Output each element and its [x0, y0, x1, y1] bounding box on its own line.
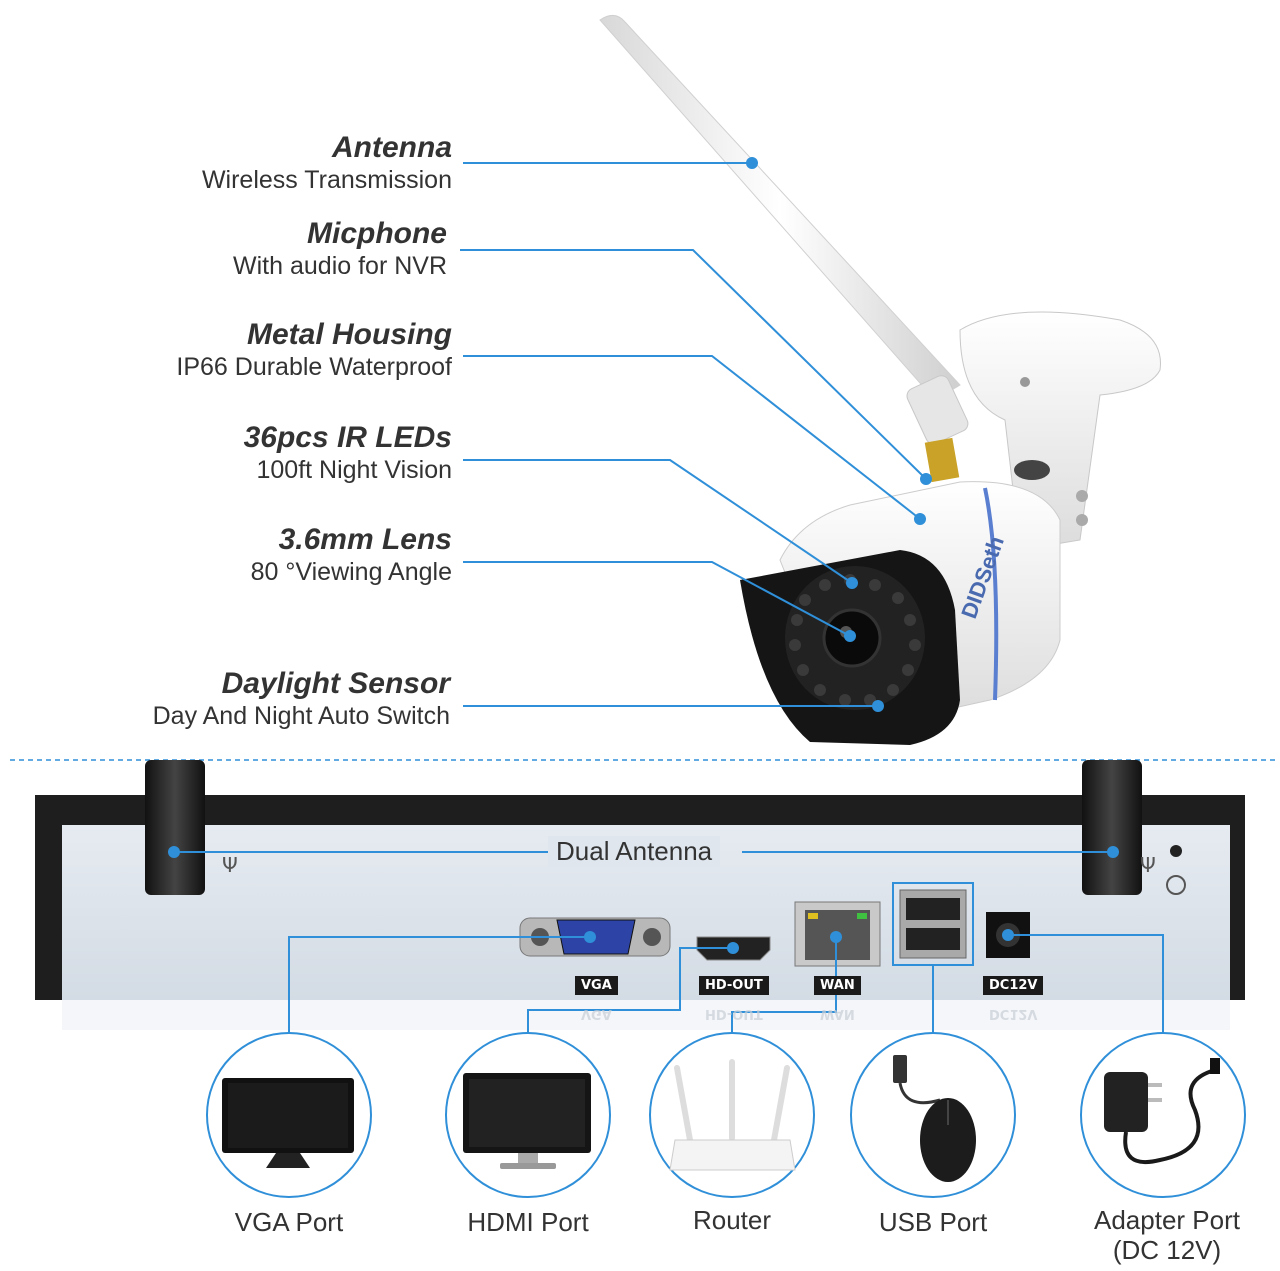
feature-ir-leds: 36pcs IR LEDs 100ft Night Vision: [244, 421, 452, 485]
usb-connector: [892, 882, 974, 966]
caption-adapter-port: Adapter Port (DC 12V): [1094, 1205, 1240, 1265]
nvr-unit: Ψ Ψ: [35, 760, 1245, 1030]
feature-title: Antenna: [332, 131, 452, 164]
port-label-reflection: DC12V: [989, 1006, 1038, 1021]
device-usb-mouse: [850, 1032, 1016, 1198]
feature-subtitle: 80 °Viewing Angle: [250, 558, 452, 586]
device-adapter: [1080, 1032, 1246, 1198]
svg-text:Ψ: Ψ: [222, 853, 238, 877]
port-label-reflection: VGA: [581, 1006, 612, 1021]
feature-title: Metal Housing: [246, 318, 452, 351]
camera-antenna: [599, 15, 969, 483]
dual-antenna-label: Dual Antenna: [548, 836, 721, 867]
caption-router: Router: [692, 1205, 772, 1235]
feature-subtitle: Wireless Transmission: [201, 166, 452, 194]
nvr-callout-dots: [168, 846, 1119, 954]
nvr-antenna-left: [145, 760, 205, 895]
device-hdmi-tv: [445, 1032, 611, 1198]
ir-leds: [789, 574, 921, 706]
camera-callout-dots: [746, 157, 932, 712]
feature-subtitle: 100ft Night Vision: [256, 456, 453, 484]
caption-usb-port: USB Port: [878, 1207, 988, 1237]
feature-lens: 3.6mm Lens 80 °Viewing Angle: [251, 523, 452, 587]
svg-text:Ψ: Ψ: [1140, 853, 1156, 877]
port-label-dc12v: DC12V: [983, 976, 1044, 995]
port-label-vga: VGA: [575, 976, 618, 995]
port-label-wan: WAN: [814, 976, 861, 995]
feature-title: Micphone: [307, 217, 447, 250]
feature-subtitle: With audio for NVR: [233, 252, 447, 280]
port-label-reflection: WAN: [820, 1006, 855, 1021]
feature-title: 3.6mm Lens: [278, 523, 452, 556]
feature-daylight-sensor: Daylight Sensor Day And Night Auto Switc…: [153, 667, 450, 731]
feature-metal-housing: Metal Housing IP66 Durable Waterproof: [176, 318, 452, 382]
nvr-callouts: [174, 851, 1164, 1040]
feature-antenna: Antenna Wireless Transmission: [202, 131, 452, 195]
feature-subtitle: Day And Night Auto Switch: [152, 702, 450, 730]
caption-vga-port: VGA Port: [234, 1207, 344, 1237]
feature-title: 36pcs IR LEDs: [243, 421, 452, 454]
feature-micphone: Micphone With audio for NVR: [233, 217, 447, 281]
camera: DIDSeth: [599, 15, 1161, 745]
port-label-reflection: HD-OUT: [705, 1006, 763, 1021]
feature-title: Daylight Sensor: [221, 667, 450, 700]
camera-bracket: [959, 311, 1161, 551]
port-label-hdout: HD-OUT: [699, 976, 769, 995]
nvr-antenna-right: [1082, 760, 1142, 895]
feature-subtitle: IP66 Durable Waterproof: [176, 353, 452, 381]
device-router: [649, 1032, 815, 1198]
caption-hdmi-port: HDMI Port: [467, 1207, 589, 1237]
camera-callouts: [460, 162, 927, 707]
device-vga-monitor: [206, 1032, 372, 1198]
